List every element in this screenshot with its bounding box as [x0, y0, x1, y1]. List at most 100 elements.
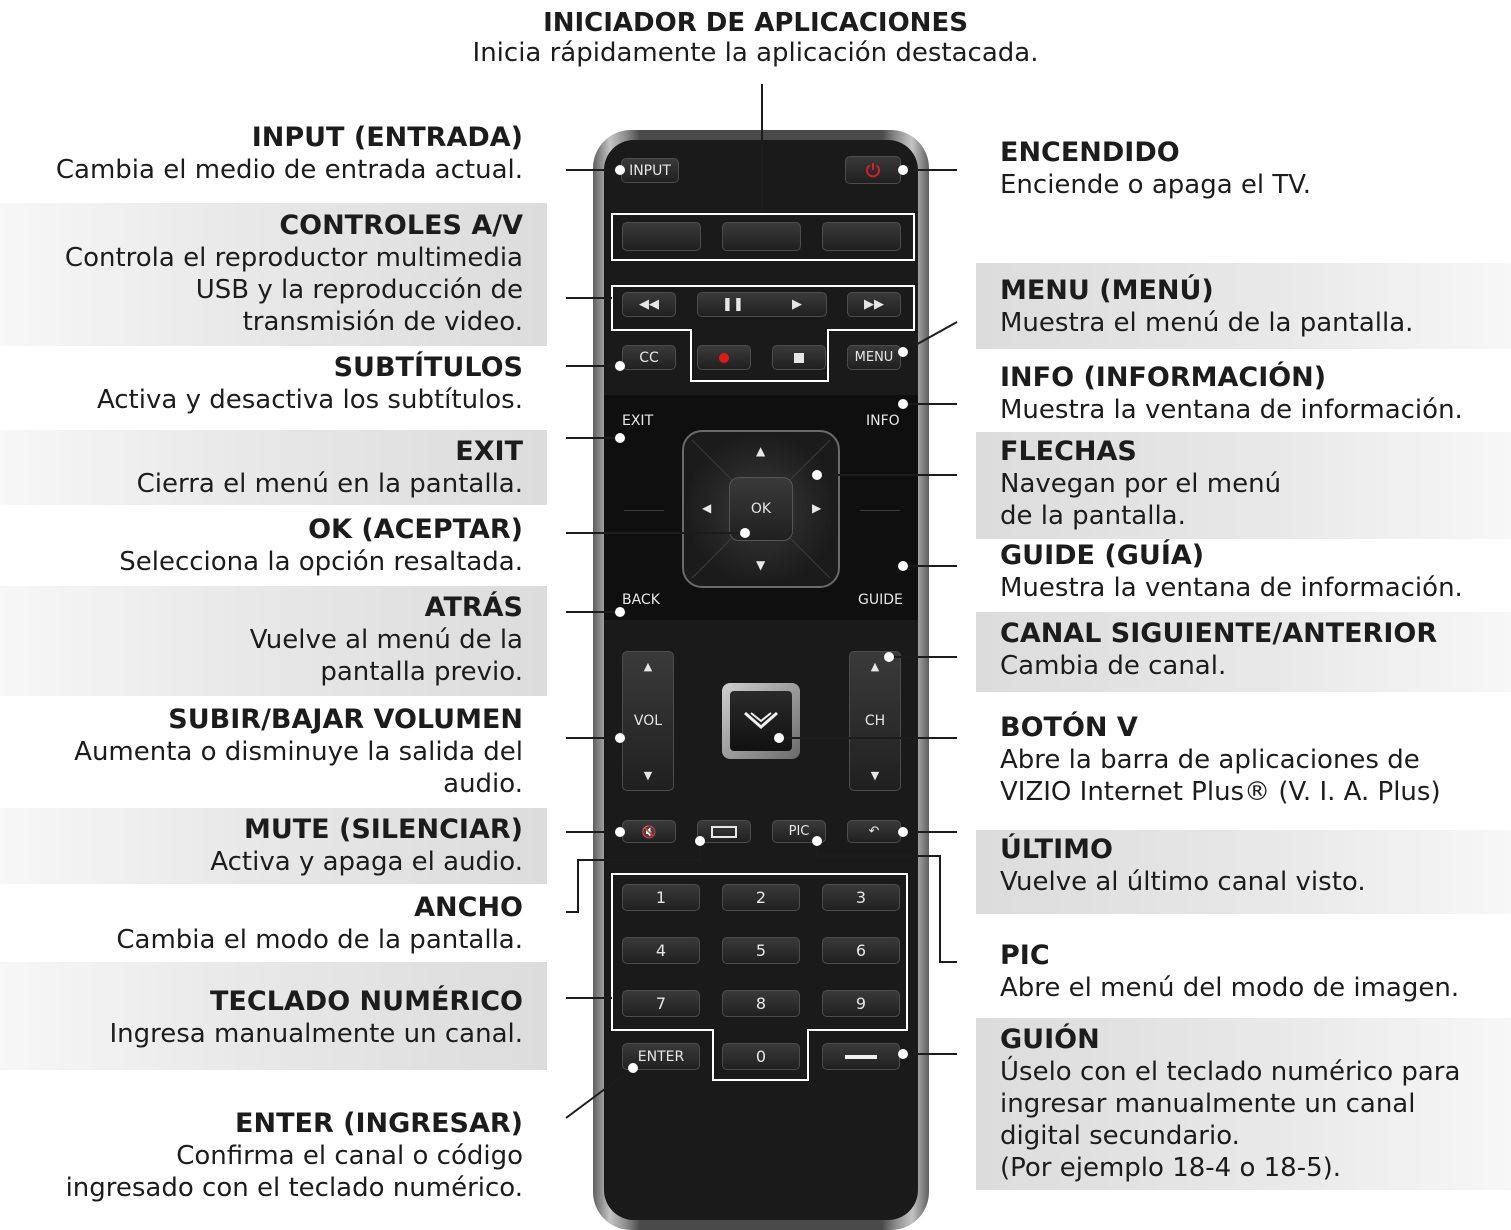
power-button[interactable] — [845, 156, 901, 184]
volume-up-icon[interactable]: ▲ — [643, 660, 653, 673]
info-label[interactable]: INFO — [866, 413, 900, 429]
callout-last: ÚLTIMO Vuelve al último canal visto. — [1000, 834, 1366, 898]
dot-last — [898, 827, 908, 837]
callout-title: CONTROLES A/V — [279, 210, 523, 241]
callout-desc: Controla el reproductor multimedia USB y… — [64, 243, 523, 337]
callout-back: ATRÁS Vuelve al menú de la pantalla prev… — [250, 592, 523, 688]
callout-enter: ENTER (INGRESAR) Confirma el canal o cód… — [66, 1108, 523, 1204]
dot-mute — [615, 827, 625, 837]
arrow-left-icon[interactable]: ◀ — [702, 501, 712, 515]
cc-button[interactable]: CC — [622, 345, 676, 370]
key-6[interactable]: 6 — [822, 937, 900, 964]
channel-rocker[interactable]: ▲ CH ▼ — [849, 651, 901, 791]
band-last — [976, 830, 1511, 914]
menu-button[interactable]: MENU — [847, 345, 901, 370]
dot-volume — [615, 733, 625, 743]
band-exit — [0, 430, 547, 505]
dot-channel — [884, 652, 894, 662]
key-2[interactable]: 2 — [722, 884, 800, 911]
channel-down-icon[interactable]: ▼ — [870, 769, 880, 782]
key-7[interactable]: 7 — [622, 990, 700, 1017]
guide-label[interactable]: GUIDE — [858, 592, 903, 608]
right-divider — [860, 510, 900, 511]
key-5[interactable]: 5 — [722, 937, 800, 964]
callout-desc: Aumenta o disminuye la salida del audio. — [74, 737, 523, 799]
callout-mute: MUTE (SILENCIAR) Activa y apaga el audio… — [210, 814, 523, 878]
dot-guide — [898, 561, 908, 571]
key-9[interactable]: 9 — [822, 990, 900, 1017]
wide-button[interactable] — [697, 820, 751, 843]
input-button[interactable]: INPUT — [621, 158, 679, 183]
band-av-controls — [0, 203, 547, 346]
dot-ok — [740, 528, 750, 538]
app-button-3[interactable] — [822, 222, 901, 251]
dot-enter — [628, 1063, 638, 1073]
callout-av-controls: CONTROLES A/V Controla el reproductor mu… — [65, 210, 523, 338]
callout-desc: Muestra la ventana de información. — [1000, 573, 1463, 603]
callout-title: ÚLTIMO — [1000, 834, 1113, 865]
fast-forward-button[interactable]: ▶▶ — [847, 292, 901, 317]
play-icon: ▶ — [791, 297, 802, 312]
callout-title: ENCENDIDO — [1000, 137, 1180, 168]
back-label[interactable]: BACK — [622, 592, 660, 608]
band-menu — [976, 263, 1511, 349]
volume-rocker[interactable]: ▲ VOL ▼ — [622, 651, 674, 791]
callout-desc: Confirma el canal o código ingresado con… — [65, 1141, 523, 1203]
callout-exit: EXIT Cierra el menú en la pantalla. — [137, 436, 523, 500]
key-3[interactable]: 3 — [822, 884, 900, 911]
app-launcher-desc: Inicia rápidamente la aplicación destaca… — [472, 38, 1039, 68]
callout-desc: Vuelve al menú de la pantalla previo. — [249, 625, 523, 687]
callout-subtitles: SUBTÍTULOS Activa y desactiva los subtít… — [97, 352, 523, 416]
dot-v-button — [774, 733, 784, 743]
callout-guide: GUIDE (GUÍA) Muestra la ventana de infor… — [1000, 540, 1463, 604]
record-icon — [719, 352, 729, 363]
dot-input — [615, 165, 625, 175]
key-8[interactable]: 8 — [722, 990, 800, 1017]
key-1[interactable]: 1 — [622, 884, 700, 911]
dot-info — [898, 399, 908, 409]
power-icon — [866, 163, 880, 178]
mute-icon: 🔇 — [641, 824, 657, 839]
v-button[interactable] — [722, 683, 800, 759]
stop-icon — [794, 352, 804, 363]
callout-desc: Selecciona la opción resaltada. — [119, 547, 523, 577]
pause-play-button[interactable]: ❚❚ ▶ — [697, 292, 827, 317]
arrow-down-icon[interactable]: ▼ — [756, 558, 766, 572]
ok-button[interactable]: OK — [729, 477, 793, 541]
dash-button[interactable] — [822, 1043, 900, 1070]
callout-desc: Úselo con el teclado numérico para ingre… — [1000, 1057, 1461, 1183]
callout-channel: CANAL SIGUIENTE/ANTERIOR Cambia de canal… — [1000, 618, 1437, 682]
key-4[interactable]: 4 — [622, 937, 700, 964]
callout-title: TECLADO NUMÉRICO — [210, 986, 523, 1017]
key-0[interactable]: 0 — [722, 1043, 800, 1070]
wide-icon — [711, 825, 737, 838]
mute-button[interactable]: 🔇 — [622, 820, 676, 843]
app-button-1[interactable] — [622, 222, 701, 251]
rewind-icon: ◀◀ — [639, 297, 659, 312]
arrow-right-icon[interactable]: ▶ — [812, 501, 822, 515]
fast-forward-icon: ▶▶ — [864, 297, 884, 312]
dot-cc — [615, 361, 625, 371]
stop-button[interactable] — [772, 345, 826, 370]
rewind-button[interactable]: ◀◀ — [622, 292, 676, 317]
callout-desc: Cierra el menú en la pantalla. — [136, 469, 523, 499]
channel-up-icon[interactable]: ▲ — [870, 660, 880, 673]
callout-v-button: BOTÓN V Abre la barra de aplicaciones de… — [1000, 712, 1441, 808]
band-dash — [976, 1018, 1511, 1190]
callout-title: EXIT — [455, 436, 523, 467]
channel-label: CH — [864, 713, 886, 729]
volume-label: VOL — [633, 713, 663, 729]
callout-title: BOTÓN V — [1000, 712, 1138, 743]
callout-title: MUTE (SILENCIAR) — [243, 814, 523, 845]
app-button-2[interactable] — [722, 222, 801, 251]
band-mute — [0, 808, 547, 884]
left-divider — [624, 510, 664, 511]
record-button[interactable] — [697, 345, 751, 370]
band-keypad — [0, 962, 547, 1070]
callout-title: ANCHO — [414, 892, 523, 923]
volume-down-icon[interactable]: ▼ — [643, 769, 653, 782]
callout-power: ENCENDIDO Enciende o apaga el TV. — [1000, 137, 1311, 201]
exit-label[interactable]: EXIT — [622, 413, 654, 429]
arrow-up-icon[interactable]: ▲ — [756, 444, 766, 458]
